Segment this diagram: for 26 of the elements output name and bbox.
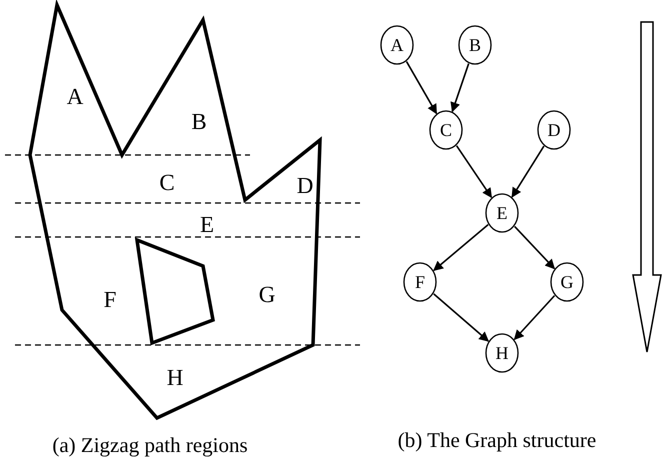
arrow — [511, 146, 545, 198]
node-ellipse: E — [485, 193, 519, 233]
region-label: E — [200, 213, 214, 237]
node-ellipse: A — [380, 25, 414, 65]
arrow — [456, 145, 492, 198]
arrow — [450, 63, 470, 112]
arrow — [514, 226, 556, 270]
region-label: C — [159, 171, 175, 195]
arrow — [406, 61, 438, 114]
region-label: D — [296, 174, 314, 198]
panel-caption: (a) Zigzag path regions — [52, 433, 248, 457]
arrow — [433, 293, 490, 342]
panel-caption: (b) The Graph structure — [398, 428, 596, 452]
region-label: G — [258, 283, 276, 307]
node-ellipse: B — [458, 25, 492, 65]
region-label: F — [104, 288, 116, 312]
region-label: H — [166, 366, 184, 390]
node-ellipse: D — [537, 110, 571, 150]
node-ellipse: H — [485, 333, 519, 373]
arrow — [433, 224, 489, 271]
region-label: B — [191, 110, 207, 134]
node-ellipse: C — [429, 110, 463, 150]
region-label: A — [66, 85, 84, 109]
node-ellipse: F — [403, 262, 437, 302]
arrow — [514, 295, 556, 340]
node-ellipse: G — [550, 262, 584, 302]
